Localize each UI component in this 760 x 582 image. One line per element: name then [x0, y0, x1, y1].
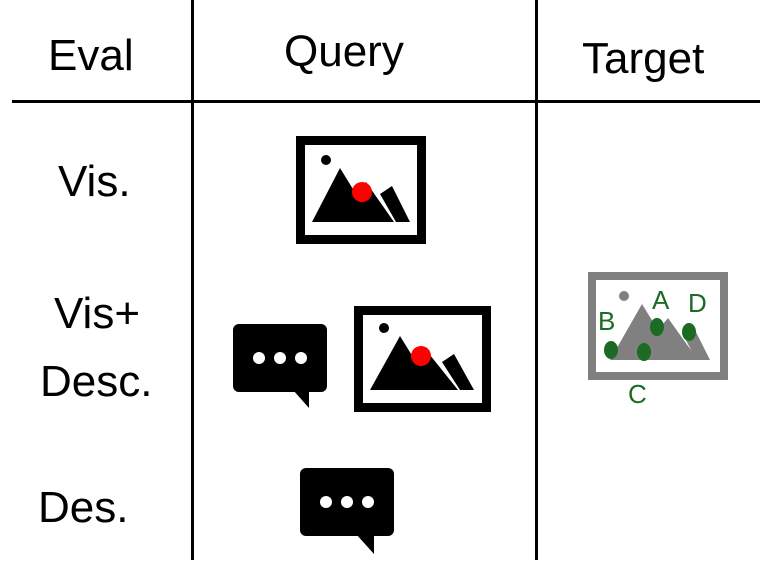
target-label-b: B: [598, 306, 615, 336]
header-eval: Eval: [48, 31, 134, 80]
speech-bubble-icon: [233, 324, 327, 408]
column-divider-1: [191, 0, 194, 560]
header-target: Target: [582, 34, 705, 83]
header-divider: [12, 100, 760, 103]
target-point-a: [650, 318, 664, 336]
target-point-b: [604, 341, 618, 359]
target-label-a: A: [652, 285, 670, 315]
column-divider-2: [535, 0, 538, 560]
target-label-c: C: [628, 379, 647, 409]
row-label-vis-desc-line1: Vis+: [54, 289, 141, 338]
image-icon: [354, 306, 491, 412]
row-label-vis: Vis.: [58, 157, 131, 206]
target-label-d: D: [688, 288, 707, 318]
target-point-d: [682, 323, 696, 341]
target-image-icon: A B C D: [588, 272, 728, 409]
query-point-marker: [352, 182, 372, 202]
image-icon: [296, 136, 426, 244]
header-query: Query: [284, 27, 404, 76]
query-point-marker: [411, 346, 431, 366]
target-point-c: [637, 343, 651, 361]
speech-bubble-icon: [300, 468, 394, 554]
row-label-vis-desc-line2: Desc.: [40, 357, 153, 406]
row-label-des: Des.: [38, 483, 129, 532]
